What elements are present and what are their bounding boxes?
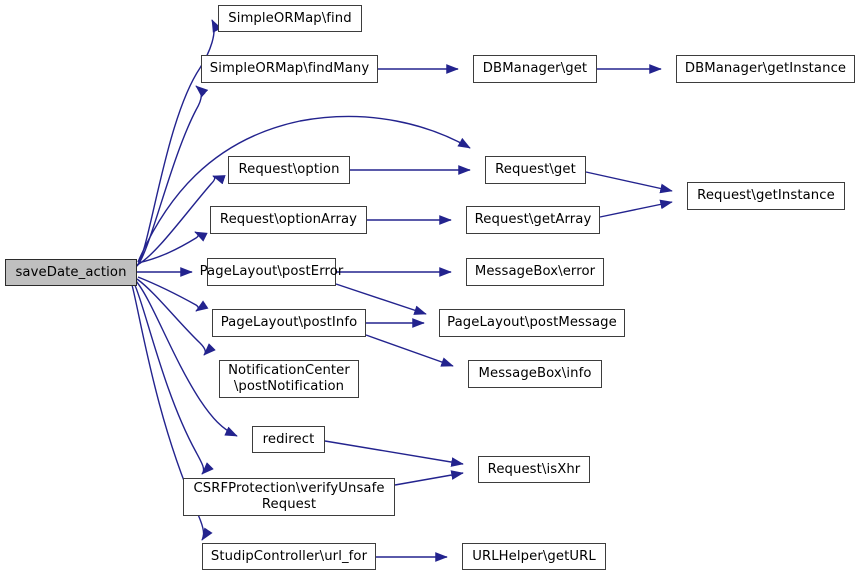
graph-node-request-get[interactable]: Request\get xyxy=(485,156,586,184)
call-edge xyxy=(365,334,454,367)
call-edge xyxy=(137,276,209,312)
call-edge xyxy=(599,199,673,218)
graph-node-messagebox-error[interactable]: MessageBox\error xyxy=(466,258,604,286)
graph-node-pagelayout-postinfo[interactable]: PageLayout\postInfo xyxy=(212,309,366,337)
graph-node-notificationcenter[interactable]: NotificationCenter \postNotification xyxy=(219,360,359,398)
graph-node-pagelayout-posterror[interactable]: PageLayout\postError xyxy=(200,258,343,286)
graph-node-dbmanager-getinst[interactable]: DBManager\getInstance xyxy=(676,55,855,83)
edge-layer xyxy=(131,19,673,562)
graph-node-dbmanager-get[interactable]: DBManager\get xyxy=(473,55,597,83)
graph-node-request-optionarray[interactable]: Request\optionArray xyxy=(210,206,367,234)
graph-node-request-option[interactable]: Request\option xyxy=(228,156,350,184)
graph-node-studip-url-for[interactable]: StudipController\url_for xyxy=(202,543,376,570)
call-edge xyxy=(324,440,464,467)
graph-node-redirect[interactable]: redirect xyxy=(252,426,325,453)
call-edge xyxy=(136,85,209,267)
graph-node-request-getarray[interactable]: Request\getArray xyxy=(466,206,600,234)
graph-node-csrf-verify[interactable]: CSRFProtection\verifyUnsafe Request xyxy=(183,478,395,516)
graph-node-request-isxhr[interactable]: Request\isXhr xyxy=(478,456,590,483)
graph-node-request-getinstance[interactable]: Request\getInstance xyxy=(687,182,845,210)
call-edge xyxy=(394,470,464,486)
call-edge xyxy=(136,278,216,356)
call-edge xyxy=(137,115,471,263)
graph-node-simpleormap-findmany[interactable]: SimpleORMap\findMany xyxy=(201,55,378,83)
graph-node-savedate-action[interactable]: saveDate_action xyxy=(5,259,137,286)
call-edge xyxy=(137,231,208,264)
call-edge xyxy=(136,175,226,266)
graph-node-messagebox-info[interactable]: MessageBox\info xyxy=(468,360,602,388)
graph-node-urlhelper-geturl[interactable]: URLHelper\getURL xyxy=(462,543,606,570)
call-edge xyxy=(135,280,238,437)
graph-node-simpleormap-find[interactable]: SimpleORMap\find xyxy=(218,5,362,32)
graph-node-pagelayout-postmsg[interactable]: PageLayout\postMessage xyxy=(439,309,625,337)
call-edge xyxy=(585,171,673,194)
call-edge xyxy=(133,282,214,475)
